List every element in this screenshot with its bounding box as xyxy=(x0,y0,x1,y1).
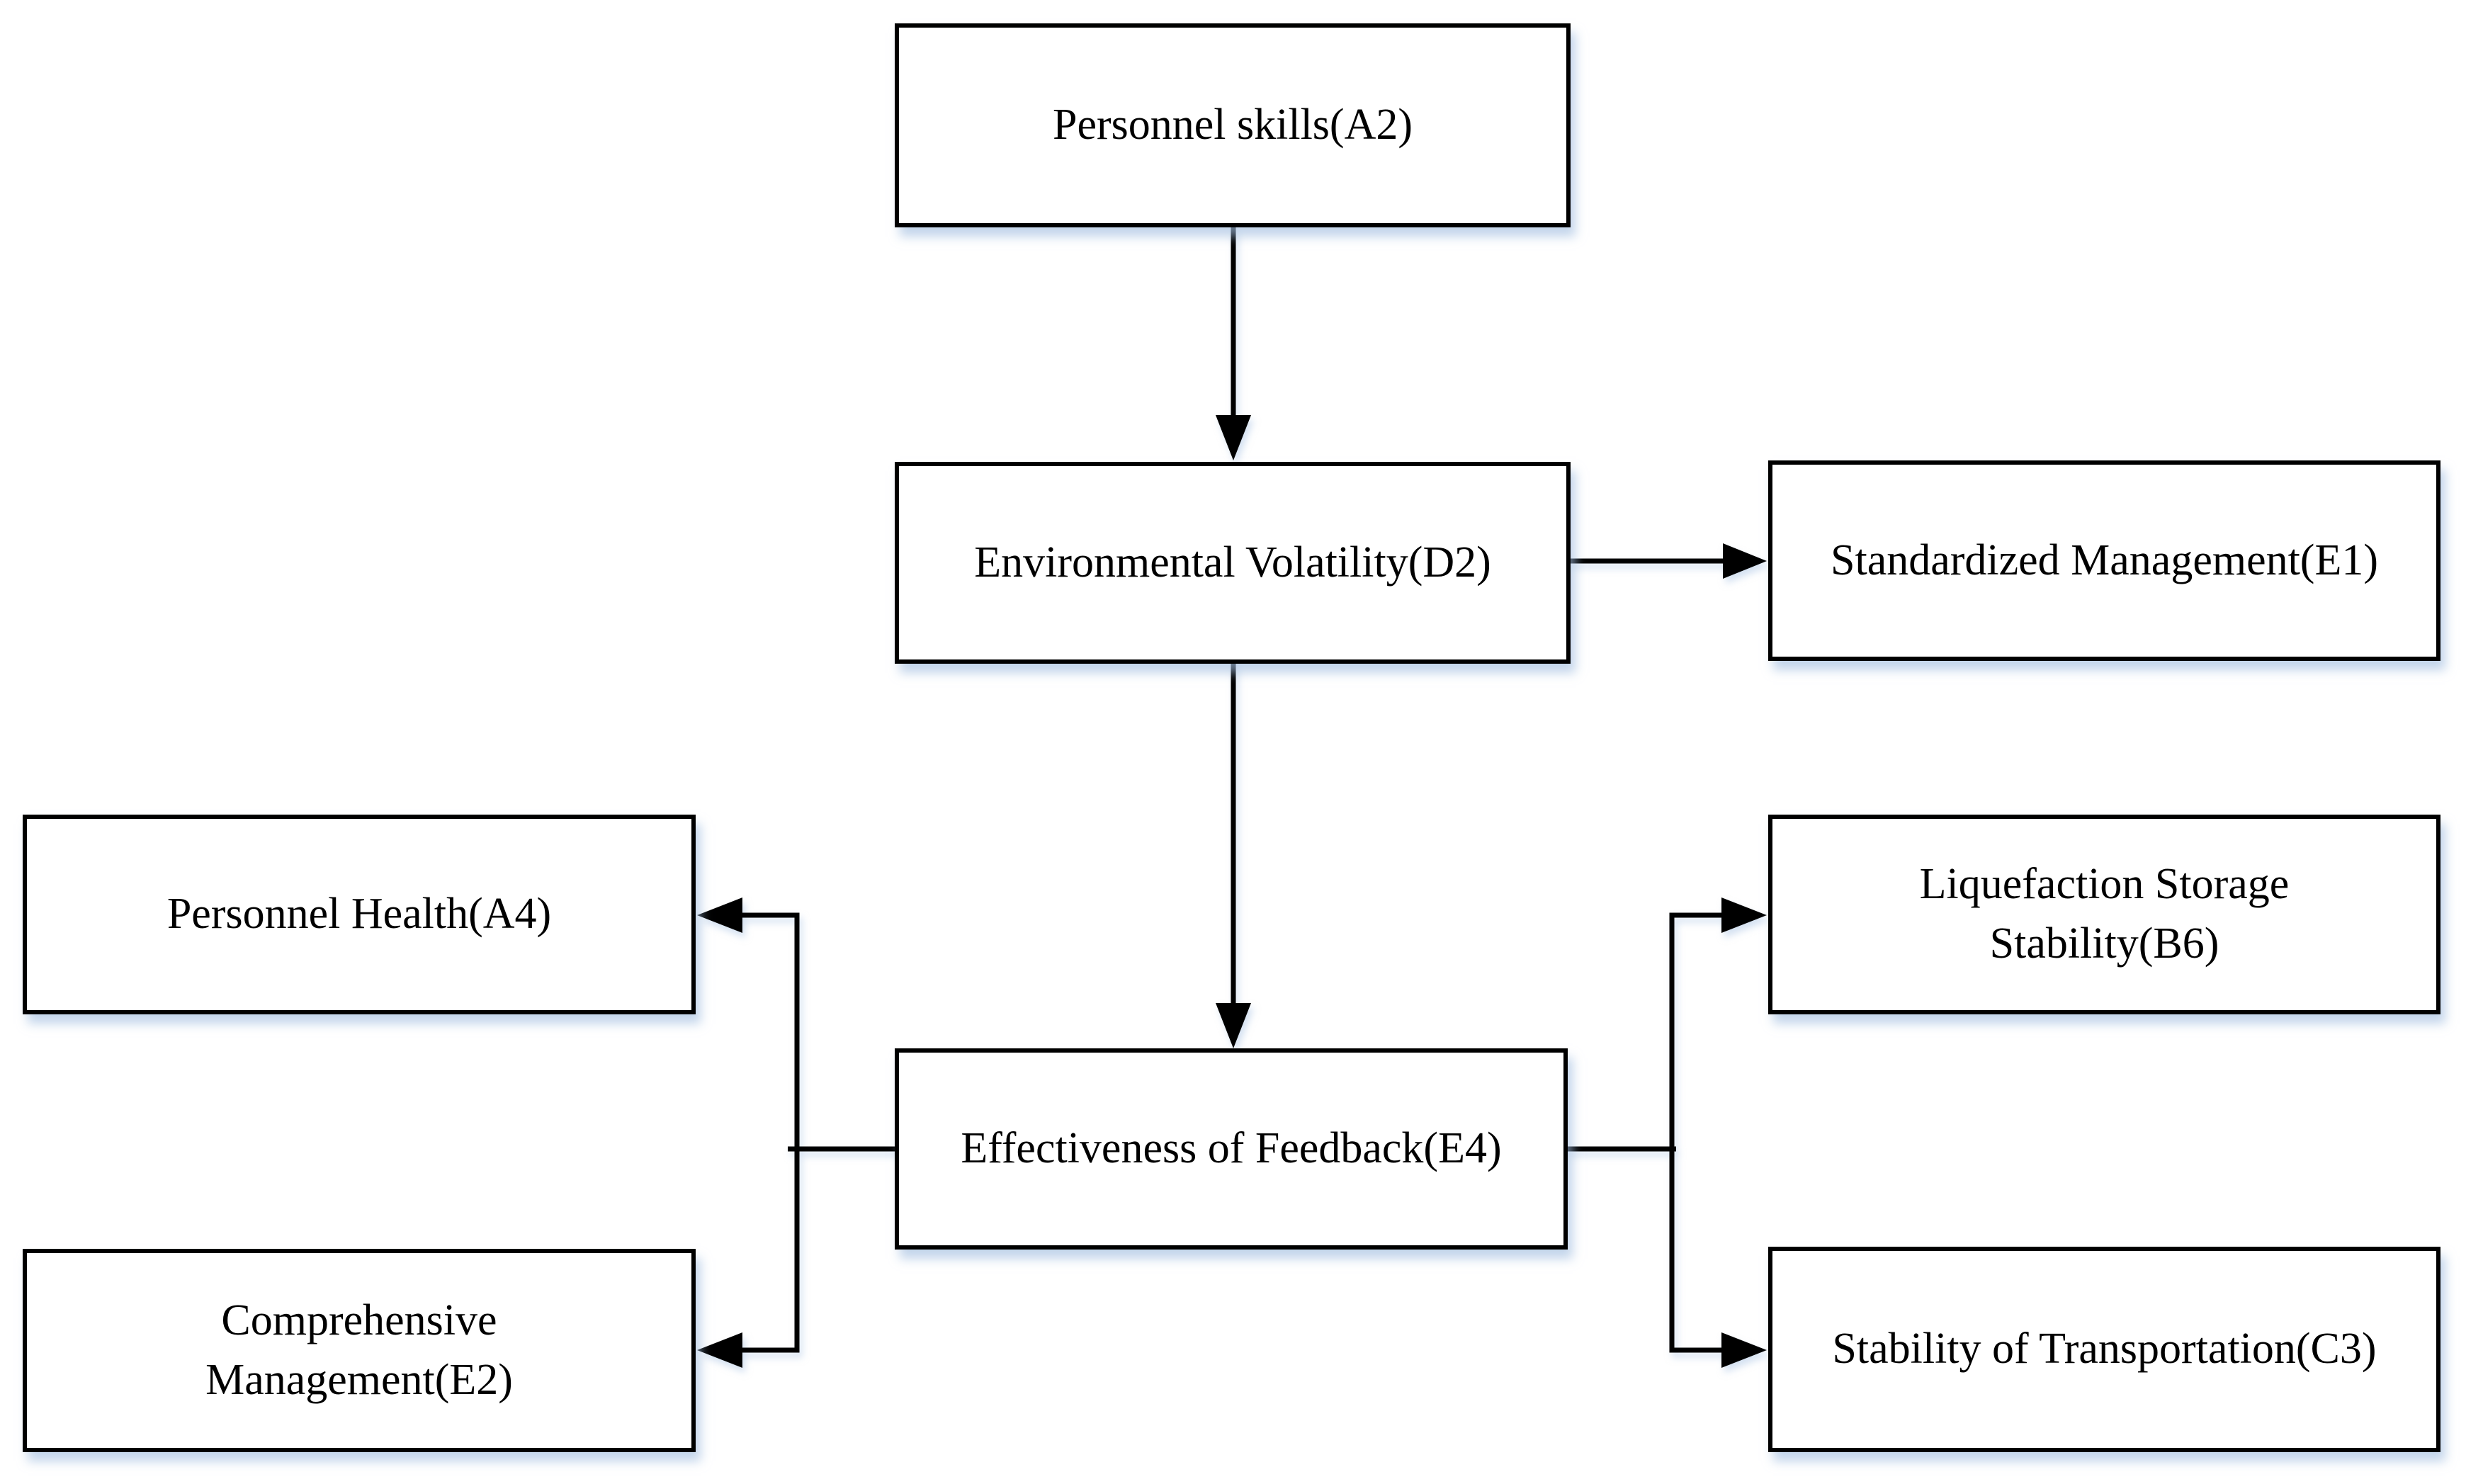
edge-e4-left-branch xyxy=(697,897,898,1368)
node-liquefaction-storage-stability-b6-label: Liquefaction Storage Stability(B6) xyxy=(1919,860,2290,968)
node-environmental-volatility-d2: Environmental Volatility(D2) xyxy=(895,462,1571,664)
edge-d2-to-e1-arrowhead xyxy=(1723,543,1767,579)
edge-a2-to-d2 xyxy=(1216,227,1251,460)
node-comprehensive-management-e2-label: Comprehensive Management(E2) xyxy=(205,1296,513,1404)
edge-a2-to-d2-arrowhead xyxy=(1216,415,1251,460)
edge-e4-right-branch xyxy=(1565,897,1767,1368)
edge-d2-to-e4-arrowhead xyxy=(1216,1003,1251,1048)
node-standardized-management-e1: Standardized Management(E1) xyxy=(1768,460,2440,661)
node-personnel-health-a4: Personnel Health(A4) xyxy=(23,815,696,1014)
edge-e4-to-c3-arrowhead xyxy=(1721,1332,1767,1368)
node-effectiveness-of-feedback-e4-label: Effectiveness of Feedback(E4) xyxy=(961,1124,1502,1173)
node-stability-of-transportation-c3-label: Stability of Transportation(C3) xyxy=(1832,1325,2377,1373)
node-personnel-skills-a2-label: Personnel skills(A2) xyxy=(1052,101,1413,149)
node-personnel-health-a4-label: Personnel Health(A4) xyxy=(166,890,552,939)
node-liquefaction-storage-stability-b6: Liquefaction Storage Stability(B6) xyxy=(1768,815,2440,1014)
node-environmental-volatility-d2-label: Environmental Volatility(D2) xyxy=(974,538,1491,587)
edge-e4-right-branch-line xyxy=(1669,912,1723,1353)
node-personnel-skills-a2: Personnel skills(A2) xyxy=(895,23,1571,227)
edge-e4-to-e2-arrowhead xyxy=(697,1332,742,1368)
edge-d2-to-e4 xyxy=(1216,662,1251,1048)
node-standardized-management-e1-label: Standardized Management(E1) xyxy=(1831,536,2378,584)
edge-e4-to-a4-arrowhead xyxy=(697,897,742,933)
node-stability-of-transportation-c3: Stability of Transportation(C3) xyxy=(1768,1247,2440,1452)
node-effectiveness-of-feedback-e4: Effectiveness of Feedback(E4) xyxy=(895,1048,1568,1250)
node-comprehensive-management-e2: Comprehensive Management(E2) xyxy=(23,1249,696,1452)
edge-e4-left-branch-line xyxy=(740,912,800,1353)
edge-d2-to-e1 xyxy=(1569,543,1767,579)
edge-e4-to-b6-arrowhead xyxy=(1721,897,1767,933)
